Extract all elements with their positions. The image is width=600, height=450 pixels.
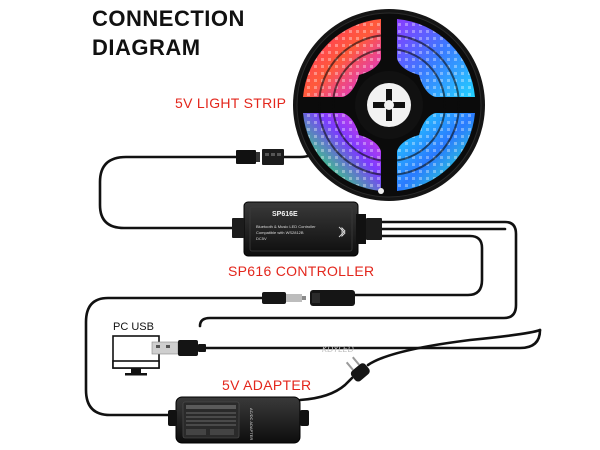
cables: [84, 148, 542, 417]
usb-plug-icon: [151, 340, 206, 356]
ac-cord: [298, 376, 354, 402]
pc-usb-label: PC USB: [113, 321, 154, 333]
strip-label: 5V LIGHT STRIP: [175, 95, 286, 111]
led-reel-icon: [293, 9, 485, 201]
controller-model: SP616E: [272, 211, 298, 218]
ac-cord-back: [366, 328, 542, 367]
eu-plug-icon: [345, 356, 370, 382]
jst-connector-icon: [236, 149, 284, 165]
pc-monitor-icon: [112, 335, 160, 376]
controller-to-dc-cable: [353, 234, 484, 297]
controller-label: SP616 CONTROLLER: [228, 263, 374, 279]
power-adapter-icon: AC/DC ADAPTER: [168, 396, 309, 444]
controller-icon: SP616E Bluetooth & Music LED Controller …: [232, 201, 382, 257]
diagram-title: CONNECTION DIAGRAM: [92, 6, 245, 60]
controller-line-3: DC5V: [256, 236, 267, 241]
adapter-text: AC/DC ADAPTER: [249, 408, 254, 440]
title-line-2: DIAGRAM: [92, 35, 201, 60]
dc-jack-icon: [310, 290, 355, 306]
controller-line-1: Bluetooth & Music LED Controller: [256, 224, 316, 229]
adapter-label: 5V ADAPTER: [222, 377, 311, 393]
dc-to-adapter-cable: [84, 296, 264, 417]
usb-cable: [204, 328, 542, 350]
title-line-1: CONNECTION: [92, 6, 245, 31]
watermark: KDYLED: [322, 345, 354, 354]
dc-plug-icon: [262, 292, 306, 304]
bluetooth-icon: [338, 226, 346, 238]
controller-line-2: Compatible with WS2812B: [256, 230, 304, 235]
strip-to-controller-cable: [98, 155, 246, 230]
controller-output-cable: [198, 220, 518, 328]
